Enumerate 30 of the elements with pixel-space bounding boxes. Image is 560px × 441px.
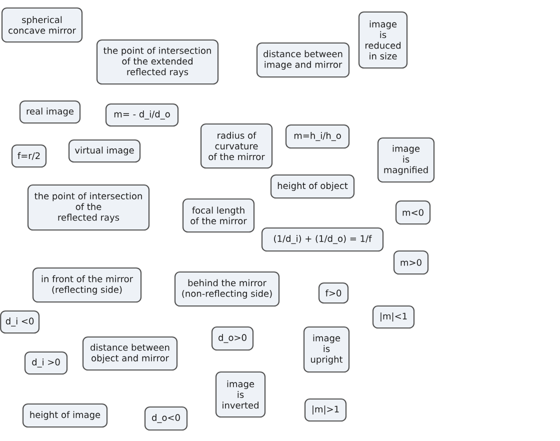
concept-box: real image: [19, 100, 81, 124]
concept-box: the point of intersection of the reflected rays: [27, 184, 150, 231]
concept-box: d_o<0: [144, 406, 188, 431]
concept-box: f>0: [318, 282, 349, 304]
concept-box: d_i <0: [0, 310, 40, 334]
concept-box: spherical concave mirror: [1, 7, 83, 43]
concept-box: distance between object and mirror: [82, 336, 178, 371]
concept-box: height of object: [270, 174, 355, 199]
concept-box: |m|>1: [304, 398, 347, 422]
concept-box: |m|<1: [372, 305, 415, 329]
concept-box: f=r/2: [11, 144, 47, 168]
concept-box: m<0: [395, 200, 431, 225]
concept-box: behind the mirror (non-reflecting side): [174, 271, 280, 307]
concept-box: focal length of the mirror: [182, 198, 255, 233]
concept-box: (1/d_i) + (1/d_o) = 1/f: [261, 227, 384, 252]
concept-box: image is upright: [303, 326, 350, 373]
concept-box: height of image: [22, 403, 108, 428]
concept-box: virtual image: [68, 139, 141, 163]
concept-box: d_i >0: [24, 351, 68, 375]
concept-box: radius of curvature of the mirror: [200, 123, 273, 169]
concept-box: image is inverted: [215, 371, 266, 418]
concept-box: m>0: [393, 250, 429, 275]
concept-box: distance between image and mirror: [256, 42, 350, 78]
concept-box: m= - d_i/d_o: [105, 103, 179, 127]
concept-box: in front of the mirror (reflecting side): [32, 267, 142, 303]
concept-box: m=h_i/h_o: [285, 124, 350, 149]
concept-box: image is magnified: [377, 137, 435, 183]
concept-box: d_o>0: [211, 326, 254, 351]
concept-box: image is reduced in size: [358, 11, 408, 69]
concept-box: the point of intersection of the extended reflected rays: [96, 39, 219, 85]
